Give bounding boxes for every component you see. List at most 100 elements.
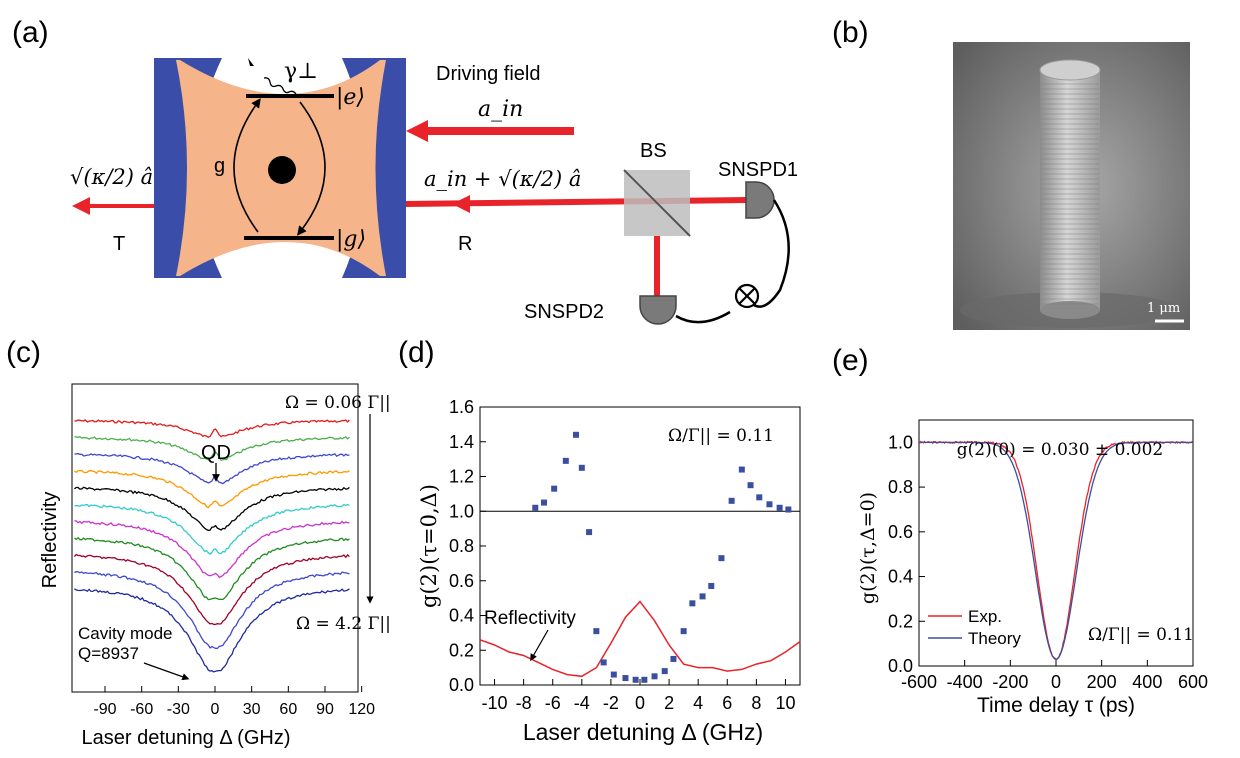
reflectivity-trace-2: [74, 435, 350, 462]
reflectivity-trace-10: [74, 571, 350, 650]
g2-data-point: [756, 494, 763, 501]
panel-d-ytick-label: 0.2: [449, 640, 474, 660]
a-in-label: a_in: [478, 97, 523, 122]
cavity-label-2: Q=8937: [78, 644, 139, 663]
reflectivity-trace-11: [74, 588, 350, 673]
gamma-label: γ⊥: [284, 59, 318, 84]
g2-curve-theory: [919, 441, 1193, 660]
driving-field-label: Driving field: [436, 63, 540, 85]
g2-data-point: [776, 504, 783, 511]
reflectivity-trace-3: [74, 452, 350, 485]
panel-label-b: (b): [832, 16, 869, 49]
g2-data-point: [573, 431, 579, 438]
panel-e-xtick-label: 400: [1132, 672, 1162, 692]
panel-d-xtick-label: 2: [664, 693, 674, 713]
panel-e-xtick-label: 600: [1178, 672, 1208, 692]
panel-d-ytick-label: 1.0: [449, 501, 474, 521]
panel-d-xtick-label: 0: [635, 693, 645, 713]
g2-data-point: [738, 466, 745, 473]
decay-wavy-arrow: [263, 77, 297, 95]
panel-d-xtick-label: -8: [516, 693, 532, 713]
panel-d-marks: [479, 431, 801, 683]
scale-bar-label: 1 μm: [1147, 301, 1180, 316]
panel-label-a: (a): [12, 16, 49, 49]
panel-d-ytick-label: 0.4: [449, 606, 474, 626]
panel-c-xtick-label: 30: [243, 701, 261, 718]
cavity-arrow: [143, 662, 190, 681]
quantum-dot: [268, 156, 296, 184]
reflectivity-trace-5: [74, 486, 350, 531]
panel-e-ytick-label: 0.8: [888, 477, 913, 497]
panel-d-annotation: Ω/Γ|| = 0.11: [668, 426, 774, 446]
driving-beam-arrowhead: [406, 120, 428, 142]
panel-c-ylabel: Reflectivity: [39, 492, 61, 589]
g2-data-point: [747, 482, 754, 489]
panel-e-xtick-label: -400: [947, 672, 983, 692]
panel-d-ytick-label: 1.6: [449, 397, 474, 417]
panel-d-xtick-label: -4: [574, 693, 590, 713]
g2-data-point: [551, 485, 558, 492]
excited-state-label: |e⟩: [336, 85, 365, 110]
g2-data-point: [562, 457, 569, 464]
bottom-omega-label: Ω = 4.2 Γ||: [296, 614, 391, 634]
g2-data-point: [699, 593, 706, 600]
panel-label-c: (c): [6, 336, 41, 369]
ground-state-label: |g⟩: [336, 227, 366, 252]
panel-d-xlabel: Laser detuning Δ (GHz): [523, 719, 763, 745]
panel-d-frame: [479, 406, 801, 686]
g2-data-point: [708, 582, 715, 589]
panel-d-xtick-label: -2: [603, 693, 619, 713]
reflectivity-trace-6: [74, 503, 350, 555]
SNSPD2-label: SNSPD2: [524, 301, 604, 323]
reflectivity-trace-4: [74, 469, 350, 509]
panel-e-marks: [918, 440, 1194, 661]
reflectivity-trace-9: [73, 553, 350, 626]
panel-label-e: (e): [832, 344, 869, 377]
panel-d-xtick-label: 4: [693, 693, 703, 713]
R-label: R: [458, 233, 472, 255]
g2-data-point: [593, 628, 600, 635]
panel-e-ytick-label: 0.0: [888, 656, 913, 676]
coupling-label: g: [214, 155, 225, 177]
panel-e-ytick-label: 0.6: [888, 522, 913, 542]
g2-data-point: [689, 600, 696, 607]
detector2-cable: [675, 310, 731, 324]
g2-data-point: [661, 668, 668, 675]
g2-data-point: [680, 628, 687, 635]
g2-data-point: [600, 659, 607, 666]
g2-data-point: [718, 555, 725, 562]
sem-micrograph: 1 μm: [953, 42, 1190, 330]
panel-c-xtick-label: 0: [211, 701, 220, 718]
cavity-label-1: Cavity mode: [78, 624, 172, 643]
transmitted-field-label: √(κ/2) â: [70, 165, 153, 189]
panel-d-ytick-label: 1.4: [449, 432, 474, 452]
legend-theory-label: Theory: [968, 629, 1021, 648]
SNSPD1-label: SNSPD1: [718, 159, 798, 181]
panel-d-xtick-label: -10: [482, 693, 508, 713]
panel-d-xtick-label: 10: [775, 693, 795, 713]
panel-e-xlabel: Time delay τ (ps): [977, 694, 1135, 717]
detector1-cable: [744, 199, 790, 308]
reflectivity-trace-1: [74, 419, 350, 439]
g2-data-point: [670, 655, 677, 662]
g2-data-point: [578, 464, 585, 471]
panel-c-xtick-label: 120: [348, 701, 375, 718]
snspd2-detector: [639, 295, 677, 325]
panel-e-xtick-label: 0: [1051, 672, 1061, 692]
g2-data-point: [541, 499, 547, 506]
panel-d-ylabel: g(2)(τ=0,Δ): [417, 484, 441, 608]
panel-d-xtick-label: 6: [722, 693, 732, 713]
panel-d-ytick-label: 1.2: [449, 467, 474, 487]
panel-c-xtick-label: -90: [93, 701, 116, 718]
panel-e-xtick-label: -200: [992, 672, 1028, 692]
g2-data-point: [532, 504, 539, 511]
panel-d-xtick-label: 8: [751, 693, 761, 713]
legend-exp-label: Exp.: [968, 607, 1002, 626]
emission-arrow: [297, 101, 326, 236]
qd-label: QD: [201, 442, 231, 464]
g2-data-point: [728, 497, 735, 504]
panel-c-xtick-label: -30: [167, 701, 190, 718]
g2-data-point: [622, 675, 629, 682]
